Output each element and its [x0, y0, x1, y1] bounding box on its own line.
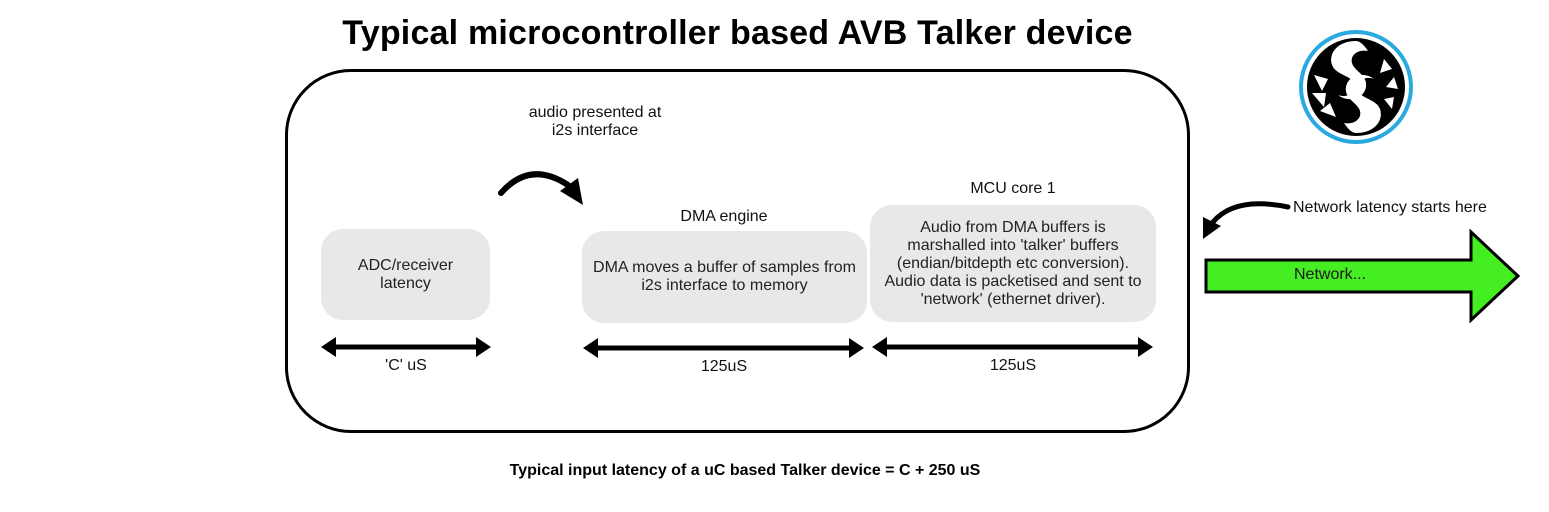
network-arrow-label: Network...: [1293, 266, 1366, 283]
mcu-duration-label: 125uS: [989, 357, 1037, 374]
talker-device-boundary: [285, 69, 1190, 433]
dma-engine-box: DMA moves a buffer of samples from i2s i…: [582, 231, 867, 323]
i2s-annotation: audio presented at i2s interface: [528, 104, 662, 139]
xmos-logo-icon: [1299, 30, 1413, 144]
diagram-title: Typical microcontroller based AVB Talker…: [342, 14, 1133, 52]
adc-duration-label: 'C' uS: [385, 357, 427, 374]
adc-duration-arrow: [321, 337, 491, 357]
mcu-duration-arrow: [872, 337, 1153, 357]
dma-engine-text: DMA moves a buffer of samples from i2s i…: [593, 259, 856, 294]
adc-latency-text: ADC/receiver latency: [357, 256, 454, 292]
network-arrow: [1204, 228, 1521, 324]
mcu-core-text: Audio from DMA buffers is marshalled int…: [884, 218, 1142, 308]
mcu-core-box: Audio from DMA buffers is marshalled int…: [870, 205, 1156, 322]
dma-duration-label: 125uS: [700, 358, 748, 375]
dma-duration-arrow: [583, 338, 864, 358]
mcu-core-header: MCU core 1: [970, 180, 1056, 197]
adc-latency-box: ADC/receiver latency: [321, 229, 490, 320]
latency-summary: Typical input latency of a uC based Talk…: [509, 462, 981, 479]
i2s-curved-arrow: [498, 171, 583, 205]
network-latency-annotation: Network latency starts here: [1293, 199, 1487, 216]
dma-engine-header: DMA engine: [680, 208, 768, 225]
network-start-curved-arrow: [1203, 201, 1291, 239]
